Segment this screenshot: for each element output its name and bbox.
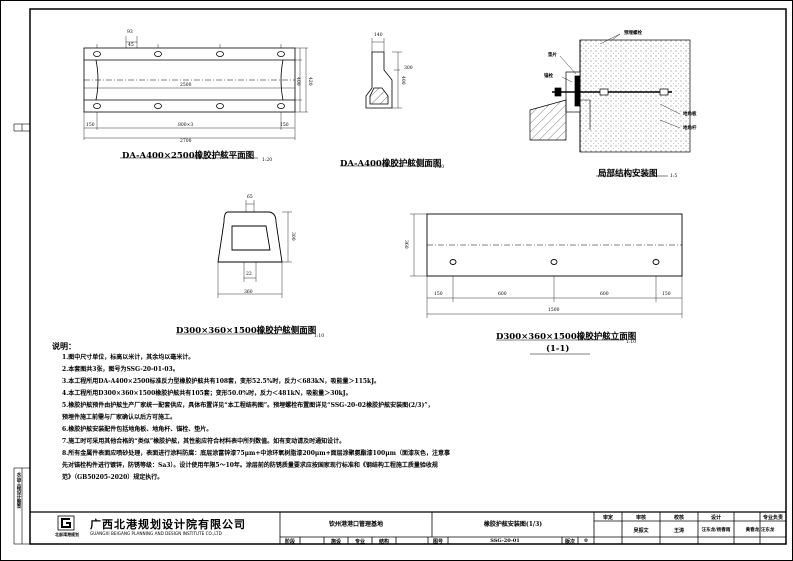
version-number: 0 [584, 538, 588, 544]
dim-d300-300: 300 [290, 232, 295, 241]
note-line: 预埋件施工前需与厂家确认以后方可施工。 [62, 414, 177, 421]
dim-2500: 2500 [180, 83, 192, 88]
label-major: 专业 [354, 539, 365, 545]
note-line: 2.本套图共3张，图号为SSG-20-01-03。 [62, 366, 179, 373]
d300-side-scale: 1:10 [314, 334, 325, 339]
dim-elev-150-left: 150 [434, 292, 443, 297]
project-name: 钦州港港口管理基地 [328, 521, 383, 528]
dim-side-300: 300 [404, 66, 413, 71]
d300-elev-scale: 1:10 [626, 340, 637, 345]
val-lead: 黄春龙/汪东龙 [745, 528, 775, 533]
d300-side-caption: D300×360×1500橡胶护舷侧面图 [176, 326, 317, 336]
val-checker: 王涛 [673, 528, 684, 534]
dim-elev-1500: 1500 [548, 308, 560, 313]
logo-text: 北部湾港规划 [55, 532, 79, 537]
drawing-title: 橡胶护舷安装图(1/3) [483, 521, 543, 528]
dim-elev-600-b: 600 [600, 292, 609, 297]
note-line: 4.本工程所用D300×360×1500橡胶护舷共有105套；变形50.0%时，… [62, 390, 352, 397]
dim-side-400: 400 [400, 76, 405, 85]
dim-elev-600-a: 600 [498, 292, 507, 297]
head-approve: 审定 [602, 515, 613, 521]
head-designer: 设计 [710, 515, 721, 521]
company-name-en: GUANGXI BEIGANG PLANNING AND DESIGN INST… [90, 531, 222, 536]
note-line: 6.橡胶护舷安装配件包括地角板、地角杆、锚栓、垫片。 [62, 426, 213, 433]
detail-view-drawing [529, 33, 691, 177]
note-line: 范》（GB50205-2020）规定执行。 [62, 474, 164, 481]
head-review: 审核 [635, 515, 646, 521]
label-design: 施设 [330, 539, 341, 545]
dim-22: 22 [246, 272, 252, 277]
note-line: 先对锚栓构件进行镀锌，防锈等级：Sa3）。设计使用年限5～10年。涂层前的防锈质… [62, 462, 438, 469]
side-view-caption: DA-A400橡胶护舷侧面图 [340, 159, 442, 169]
side-view-drawing [340, 38, 432, 167]
dim-150-left: 150 [86, 123, 95, 128]
left-strip [13, 123, 31, 545]
label-anchor-rod: 地角杆 [683, 126, 697, 131]
title-block-grid [30, 511, 786, 544]
label-stage: 阶段 [284, 539, 295, 545]
head-lead: 专业负责 [762, 515, 783, 521]
note-line: 3.本工程所用DA-A400×2500标准反力型橡胶护舷共有108套，变形52.… [62, 378, 381, 385]
plan-view-drawing [83, 36, 308, 159]
note-line: 8.所有金属件表面应喷砂处理，表面进行涂料防腐：底层涂富锌漆75μm+中涂环氧树… [62, 450, 450, 457]
dim-2700: 2700 [180, 139, 192, 144]
dim-45: 45 [128, 43, 134, 48]
head-check: 校核 [673, 515, 684, 521]
dim-420: 420 [307, 77, 312, 86]
side-strip-label: 水运工程设计图签 [16, 472, 21, 508]
detail-view-caption: 局部结构安装图 [598, 169, 658, 179]
dim-800x3: 800×3 [178, 123, 194, 128]
inner-frame [29, 8, 787, 545]
dim-150-right: 150 [280, 123, 289, 128]
detail-view-scale: 1:5 [670, 174, 678, 179]
d300-elev-subcaption: (1-1) [546, 344, 570, 354]
val-designer: 汪东龙/杨春雨 [701, 528, 731, 533]
note-line: 7.施工时可采用其他合格的“类似”橡胶护舷，其性能应符合材料表中所列数值。如有变… [62, 438, 346, 445]
dim-400: 400 [295, 77, 300, 86]
notes-heading: 说明： [52, 341, 76, 351]
label-version: 版次 [564, 539, 575, 545]
dim-elev-360: 360 [403, 240, 408, 249]
plan-view-caption: DA-A400×2500橡胶护舷平面图 [122, 151, 255, 161]
note-line: 5.橡胶护舷预件由护舷生产厂家统一配套供应，具体布置详见“本工程结构图”。预埋螺… [62, 402, 434, 409]
company-name: 广西北港规划设计院有限公司 [90, 518, 246, 531]
dim-140: 140 [374, 33, 383, 38]
dim-elev-150-right: 150 [662, 292, 671, 297]
label-embedded-bolt: 预埋螺栓 [624, 31, 642, 36]
label-gasket: 垫片 [548, 53, 557, 58]
side-view-scale: 1:20 [434, 165, 445, 170]
dim-d300-360: 360 [244, 290, 253, 295]
drawing-number: SSG-20-01 [490, 538, 520, 544]
dim-65: 65 [247, 195, 253, 200]
plan-view-scale: 1:20 [262, 158, 273, 163]
label-drawing-no: 图号 [432, 539, 443, 545]
label-anchor: 锚栓 [544, 74, 553, 79]
d300-elev-drawing [410, 213, 683, 355]
d300-elev-caption: D300×360×1500橡胶护舷立面图 [496, 332, 637, 342]
note-line: 1.图中尺寸单位，标高以米计，其余均以毫米计。 [62, 354, 195, 361]
d300-side-drawing [176, 200, 312, 335]
dim-93: 93 [127, 30, 133, 35]
company-logo [57, 515, 75, 531]
label-anchor-plate: 地角板 [683, 112, 697, 117]
val-reviewer: 吴振文 [633, 528, 649, 534]
label-structure: 结构 [378, 539, 389, 545]
